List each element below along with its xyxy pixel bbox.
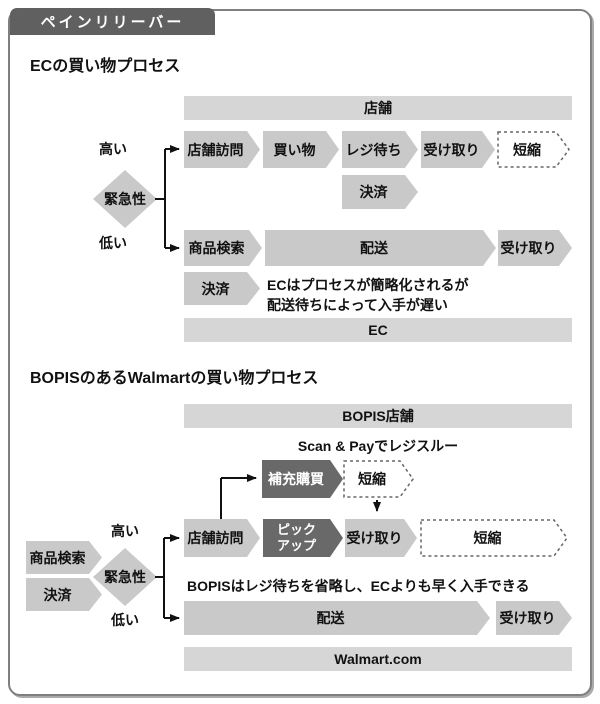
bopis-pickup-chevron: ピック アップ — [263, 519, 343, 557]
bopis-note: BOPISはレジ待ちを省略し、ECよりも早く入手できる — [187, 578, 530, 594]
ec-note: ECはプロセスが簡略化されるが 配送待ちによって入手が遅い — [267, 275, 468, 315]
scan-pay-note: Scan & Payでレジスルー — [297, 438, 459, 454]
bopis-delivery-receive-chevron: 受け取り — [496, 601, 572, 635]
dashed-chevron-outline-icon — [343, 460, 414, 498]
ec-shopping-chevron: 買い物 — [263, 131, 339, 168]
diamond-shape-icon — [93, 548, 157, 606]
bopis-shorten-long-dashed-chevron: 短縮 — [420, 519, 568, 557]
bopis-payment-chevron: 決済 — [26, 578, 102, 611]
ec-delivery-receive-chevron: 受け取り — [498, 230, 572, 266]
bopis-urgency-high-label: 高い — [111, 523, 139, 539]
ec-urgency-diamond: 緊急性 — [93, 170, 157, 228]
bopis-delivery-chevron: 配送 — [184, 601, 490, 635]
ec-payment-below-chevron: 決済 — [342, 175, 418, 209]
bopis-urgency-diamond: 緊急性 — [93, 548, 157, 606]
walmart-channel-band: Walmart.com — [184, 647, 572, 671]
bopis-urgency-low-label: 低い — [111, 612, 139, 628]
ec-urgency-high-label: 高い — [99, 141, 127, 157]
ec-note-line1: ECはプロセスが簡略化されるが — [267, 277, 469, 293]
ec-register-wait-chevron: レジ待ち — [342, 131, 418, 168]
ec-payment2-chevron: 決済 — [184, 272, 260, 305]
bopis-replenish-chevron: 補充購買 — [262, 460, 343, 498]
bopis-search-chevron: 商品検索 — [26, 541, 102, 574]
diamond-shape-icon — [93, 170, 157, 228]
ec-delivery-chevron: 配送 — [265, 230, 496, 266]
pickup-label: ピック アップ — [276, 522, 316, 553]
bopis-store-band: BOPIS店舗 — [184, 404, 572, 428]
ec-section-title: ECの買い物プロセス — [30, 58, 181, 75]
dashed-chevron-outline-icon — [420, 519, 568, 557]
header-tab: ペインリリーバー — [10, 8, 215, 35]
bopis-shorten-small-dashed-chevron: 短縮 — [343, 460, 414, 498]
ec-store-band: 店舗 — [184, 96, 572, 120]
ec-note-line2: 配送待ちによって入手が遅い — [267, 297, 448, 313]
bopis-receive-chevron: 受け取り — [345, 519, 417, 557]
ec-channel-band: EC — [184, 318, 572, 342]
bopis-section-title: BOPISのあるWalmartの買い物プロセス — [30, 370, 319, 387]
ec-shorten-dashed-chevron: 短縮 — [497, 131, 570, 168]
ec-search-chevron: 商品検索 — [184, 230, 262, 266]
bopis-store-visit-chevron: 店舗訪問 — [184, 519, 260, 557]
ec-urgency-low-label: 低い — [99, 235, 127, 251]
ec-store-visit-chevron: 店舗訪問 — [184, 131, 260, 168]
dashed-chevron-outline-icon — [497, 131, 570, 168]
ec-receive-chevron: 受け取り — [421, 131, 495, 168]
